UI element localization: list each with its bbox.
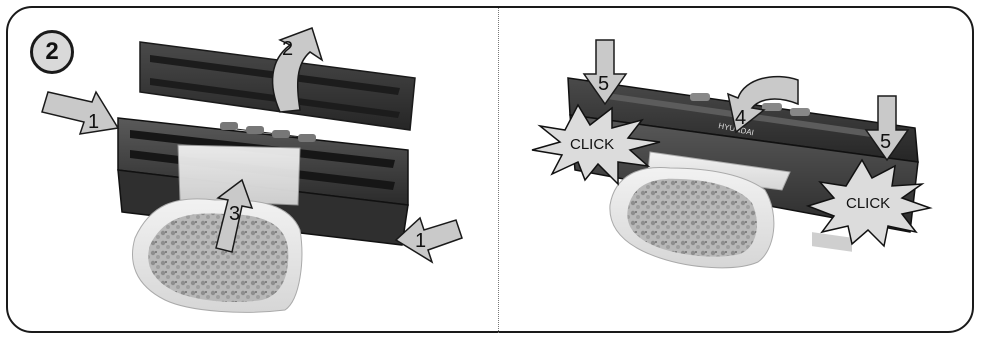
- svg-text:5: 5: [598, 73, 609, 95]
- svg-text:3: 3: [229, 203, 240, 225]
- arrow-1-right: 1: [396, 218, 462, 262]
- svg-text:2: 2: [282, 38, 293, 60]
- svg-text:CLICK: CLICK: [570, 136, 614, 153]
- arrow-1-left: 1: [42, 92, 118, 134]
- svg-text:5: 5: [880, 131, 891, 153]
- svg-text:4: 4: [735, 107, 746, 129]
- svg-text:1: 1: [415, 230, 426, 252]
- svg-text:1: 1: [88, 111, 99, 133]
- svg-text:CLICK: CLICK: [846, 195, 890, 212]
